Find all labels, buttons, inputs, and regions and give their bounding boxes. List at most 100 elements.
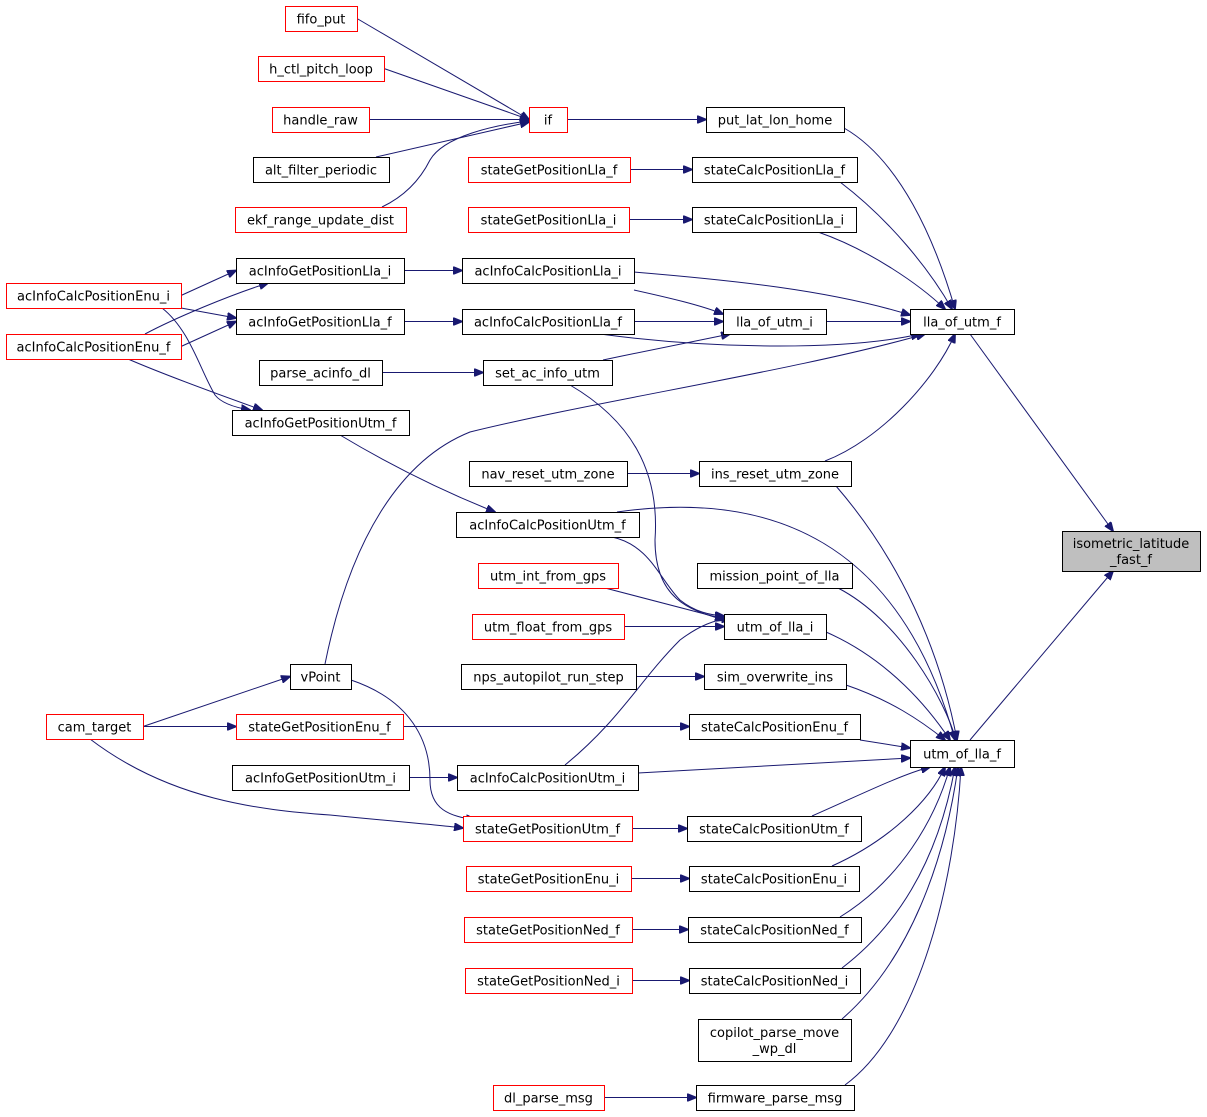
node-label: ekf_range_update_dist bbox=[247, 214, 394, 229]
node-isometric_latitude_fast_f[interactable]: isometric_latitude_fast_f bbox=[1062, 531, 1201, 572]
node-lla_of_utm_f[interactable]: lla_of_utm_f bbox=[910, 309, 1015, 335]
node-label: handle_raw bbox=[283, 114, 358, 129]
node-label: utm_of_lla_f bbox=[923, 748, 1001, 763]
node-put_lat_lon_home[interactable]: put_lat_lon_home bbox=[706, 107, 845, 133]
node-acInfoCalcPositionLla_i[interactable]: acInfoCalcPositionLla_i bbox=[462, 258, 635, 284]
node-ekf_range_update_dist[interactable]: ekf_range_update_dist bbox=[235, 207, 407, 233]
node-mission_point_of_lla[interactable]: mission_point_of_lla bbox=[697, 563, 853, 589]
node-box bbox=[236, 309, 405, 335]
node-box bbox=[692, 157, 858, 183]
node-box bbox=[910, 740, 1015, 768]
call-nodes: fifo_put h_ctl_pitch_loop handle_raw alt_fi… bbox=[6, 6, 1201, 1111]
node-label: stateCalcPositionNed_f bbox=[700, 924, 849, 939]
node-acInfoCalcPositionLla_f[interactable]: acInfoCalcPositionLla_f bbox=[462, 309, 635, 335]
node-stateCalcPositionUtm_f[interactable]: stateCalcPositionUtm_f bbox=[687, 816, 862, 842]
node-label: nav_reset_utm_zone bbox=[481, 468, 614, 483]
node-box bbox=[696, 1085, 855, 1111]
node-label: h_ctl_pitch_loop bbox=[269, 63, 373, 78]
node-lla_of_utm_i[interactable]: lla_of_utm_i bbox=[723, 309, 827, 335]
node-sim_overwrite_ins[interactable]: sim_overwrite_ins bbox=[704, 664, 847, 690]
node-acInfoGetPositionLla_i[interactable]: acInfoGetPositionLla_i bbox=[236, 258, 405, 284]
node-label: lla_of_utm_i bbox=[736, 316, 813, 331]
node-stateCalcPositionEnu_f[interactable]: stateCalcPositionEnu_f bbox=[689, 714, 861, 740]
node-box bbox=[910, 309, 1015, 335]
edge-acInfoGetPositionUtm_f-to-acInfoCalcPositionUtm_f bbox=[339, 434, 495, 512]
node-label: sim_overwrite_ins bbox=[717, 671, 834, 686]
node-stateGetPositionUtm_f[interactable]: stateGetPositionUtm_f bbox=[463, 816, 633, 842]
edge-acInfoCalcPositionUtm_i-to-utm_of_lla_f bbox=[637, 758, 910, 774]
node-acInfoGetPositionLla_f[interactable]: acInfoGetPositionLla_f bbox=[236, 309, 405, 335]
node-box bbox=[724, 614, 827, 640]
node-label: stateGetPositionUtm_f bbox=[475, 823, 620, 838]
node-box bbox=[468, 207, 630, 233]
node-box bbox=[456, 512, 640, 538]
node-acInfoCalcPositionEnu_i[interactable]: acInfoCalcPositionEnu_i bbox=[6, 283, 182, 309]
node-firmware_parse_msg[interactable]: firmware_parse_msg bbox=[696, 1085, 855, 1111]
node-box bbox=[704, 664, 847, 690]
node-dl_parse_msg[interactable]: dl_parse_msg bbox=[493, 1085, 605, 1111]
edge-stateCalcPositionEnu_i-to-utm_of_lla_f bbox=[831, 767, 945, 867]
node-label: stateGetPositionEnu_i bbox=[478, 873, 620, 888]
node-if[interactable]: if bbox=[529, 107, 568, 133]
node-box bbox=[689, 866, 860, 892]
node-label: stateCalcPositionEnu_i bbox=[701, 873, 847, 888]
node-stateGetPositionLla_i[interactable]: stateGetPositionLla_i bbox=[468, 207, 630, 233]
node-alt_filter_periodic[interactable]: alt_filter_periodic bbox=[253, 157, 390, 183]
node-nav_reset_utm_zone[interactable]: nav_reset_utm_zone bbox=[469, 461, 628, 487]
node-label: vPoint bbox=[301, 671, 341, 686]
node-cam_target[interactable]: cam_target bbox=[46, 714, 144, 740]
node-label: copilot_parse_move bbox=[710, 1026, 839, 1041]
node-stateCalcPositionNed_i[interactable]: stateCalcPositionNed_i bbox=[689, 968, 861, 994]
node-acInfoCalcPositionEnu_f[interactable]: acInfoCalcPositionEnu_f bbox=[6, 334, 182, 360]
node-stateCalcPositionLla_f[interactable]: stateCalcPositionLla_f bbox=[692, 157, 858, 183]
node-label: firmware_parse_msg bbox=[708, 1092, 843, 1107]
node-parse_acinfo_dl[interactable]: parse_acinfo_dl bbox=[259, 360, 383, 386]
node-fifo_put[interactable]: fifo_put bbox=[285, 6, 358, 32]
node-box bbox=[465, 968, 633, 994]
node-acInfoGetPositionUtm_f[interactable]: acInfoGetPositionUtm_f bbox=[232, 410, 410, 436]
node-stateGetPositionLla_f[interactable]: stateGetPositionLla_f bbox=[468, 157, 631, 183]
node-stateGetPositionNed_i[interactable]: stateGetPositionNed_i bbox=[465, 968, 633, 994]
node-ins_reset_utm_zone[interactable]: ins_reset_utm_zone bbox=[699, 461, 852, 487]
node-box bbox=[688, 917, 862, 943]
node-stateGetPositionEnu_i[interactable]: stateGetPositionEnu_i bbox=[466, 866, 632, 892]
node-stateCalcPositionLla_i[interactable]: stateCalcPositionLla_i bbox=[692, 207, 857, 233]
node-utm_float_from_gps[interactable]: utm_float_from_gps bbox=[472, 614, 625, 640]
node-utm_int_from_gps[interactable]: utm_int_from_gps bbox=[478, 563, 619, 589]
node-box bbox=[468, 157, 631, 183]
edge-set_ac_info_utm-to-utm_of_lla_i bbox=[569, 384, 724, 620]
node-label: stateGetPositionNed_i bbox=[477, 975, 620, 990]
node-copilot_parse_move_wp_dl[interactable]: copilot_parse_move_wp_dl bbox=[698, 1019, 852, 1062]
node-nps_autopilot_run_step[interactable]: nps_autopilot_run_step bbox=[461, 664, 637, 690]
node-acInfoGetPositionUtm_i[interactable]: acInfoGetPositionUtm_i bbox=[232, 765, 410, 791]
node-label: stateGetPositionNed_f bbox=[476, 924, 620, 939]
edge-utm_of_lla_i-to-utm_of_lla_f bbox=[825, 631, 950, 740]
node-stateCalcPositionEnu_i[interactable]: stateCalcPositionEnu_i bbox=[689, 866, 860, 892]
node-label: lla_of_utm_f bbox=[923, 316, 1001, 331]
node-stateCalcPositionNed_f[interactable]: stateCalcPositionNed_f bbox=[688, 917, 862, 943]
edge-acInfoCalcPositionUtm_i-to-utm_of_lla_i bbox=[564, 618, 730, 766]
node-handle_raw[interactable]: handle_raw bbox=[272, 107, 370, 133]
edge-ekf_range_update_dist-to-if bbox=[381, 121, 529, 208]
node-acInfoCalcPositionUtm_f[interactable]: acInfoCalcPositionUtm_f bbox=[456, 512, 640, 538]
node-stateGetPositionEnu_f[interactable]: stateGetPositionEnu_f bbox=[236, 714, 404, 740]
node-utm_of_lla_i[interactable]: utm_of_lla_i bbox=[724, 614, 827, 640]
node-label: acInfoGetPositionLla_i bbox=[249, 265, 391, 280]
node-utm_of_lla_f[interactable]: utm_of_lla_f bbox=[910, 740, 1015, 768]
node-label: mission_point_of_lla bbox=[710, 570, 840, 585]
edge-alt_filter_periodic-to-if bbox=[375, 122, 529, 158]
edge-lla_of_utm_f-to-isometric_latitude_fast_f bbox=[969, 333, 1113, 531]
edge-utm_int_from_gps-to-utm_of_lla_i bbox=[604, 587, 724, 619]
edge-acInfoCalcPositionLla_i-to-lla_of_utm_f bbox=[633, 271, 910, 315]
node-stateGetPositionNed_f[interactable]: stateGetPositionNed_f bbox=[464, 917, 633, 943]
edge-sim_overwrite_ins-to-utm_of_lla_f bbox=[845, 684, 945, 740]
node-acInfoCalcPositionUtm_i[interactable]: acInfoCalcPositionUtm_i bbox=[457, 765, 639, 791]
node-vPoint[interactable]: vPoint bbox=[290, 664, 352, 690]
node-h_ctl_pitch_loop[interactable]: h_ctl_pitch_loop bbox=[258, 56, 385, 82]
node-label: utm_int_from_gps bbox=[490, 570, 606, 585]
node-label: acInfoCalcPositionUtm_f bbox=[469, 519, 626, 534]
edge-fifo_put-to-if bbox=[356, 18, 529, 120]
edge-acInfoCalcPositionEnu_f-to-acInfoGetPositionLla_f bbox=[180, 322, 236, 347]
edge-acInfoCalcPositionLla_f-to-lla_of_utm_f bbox=[599, 334, 920, 347]
node-set_ac_info_utm[interactable]: set_ac_info_utm bbox=[483, 360, 613, 386]
